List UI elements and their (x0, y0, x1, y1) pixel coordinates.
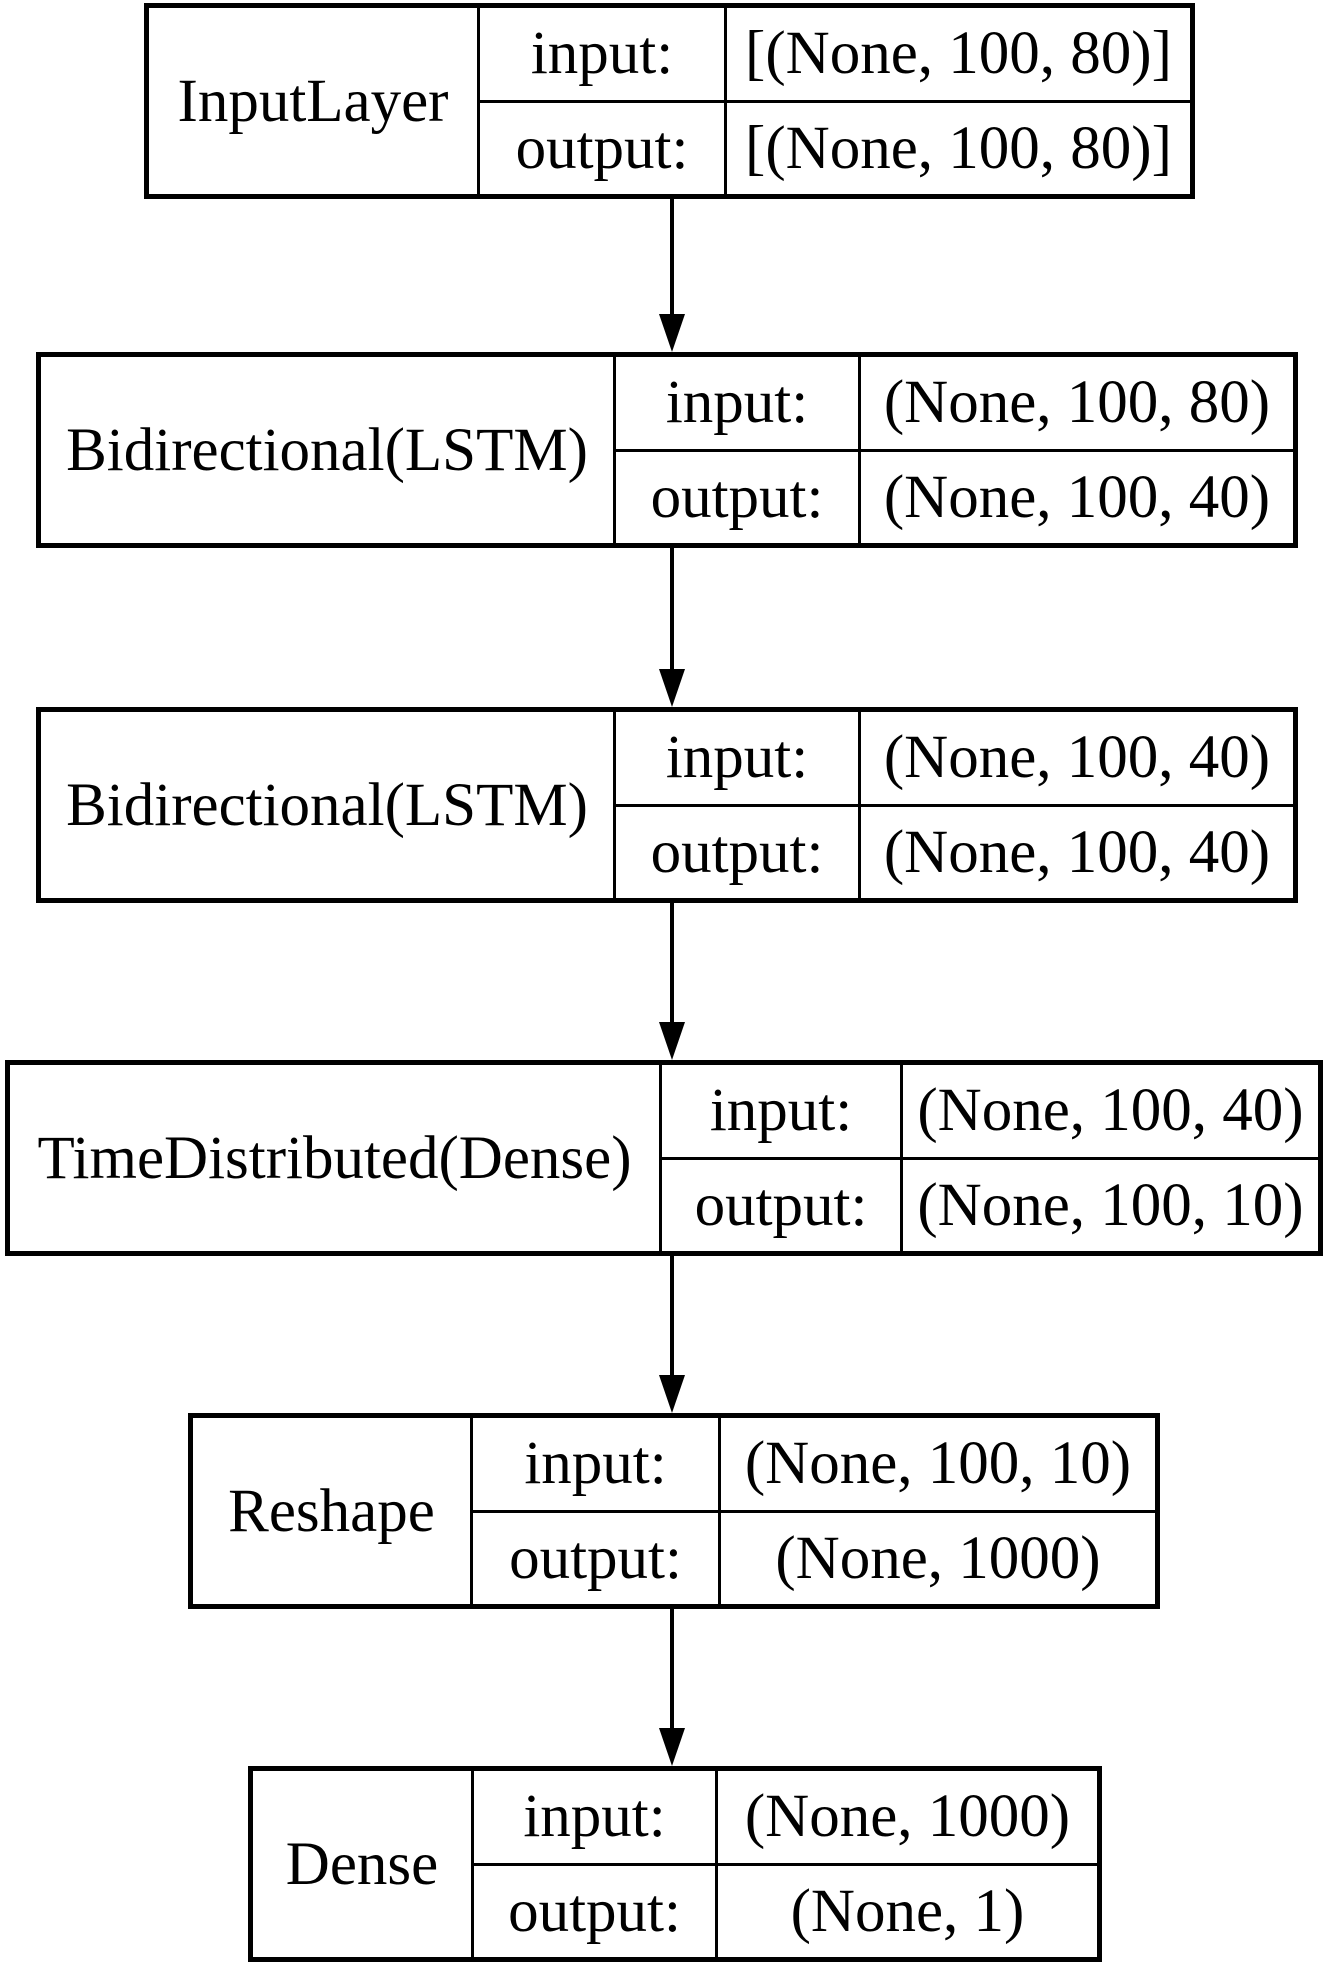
layer-box-reshape: Reshape input: output: (None, 100, 10) (… (188, 1413, 1160, 1609)
input-label: input: (473, 1418, 718, 1513)
arrow-shaft (670, 199, 674, 316)
input-label: input: (662, 1065, 900, 1160)
output-label: output: (650, 818, 824, 886)
arrowhead-icon (659, 1022, 685, 1060)
flow-arrow-2 (659, 548, 685, 707)
input-shape: (None, 1000) (718, 1771, 1097, 1866)
layer-name: Bidirectional(LSTM) (41, 357, 616, 543)
output-shape: (None, 100, 10) (917, 1171, 1304, 1239)
io-label-column: input: output: (616, 712, 861, 898)
output-shape: (None, 1000) (775, 1524, 1101, 1592)
io-label-column: input: output: (662, 1065, 903, 1251)
input-label: input: (474, 1771, 715, 1866)
shape-column: (None, 100, 40) (None, 100, 40) (861, 712, 1293, 898)
output-shape: (None, 100, 40) (883, 463, 1271, 531)
io-label-column: input: output: (474, 1771, 718, 1957)
layer-box-timedistributed-dense: TimeDistributed(Dense) input: output: (N… (5, 1060, 1323, 1256)
flow-arrow-1 (659, 199, 685, 352)
arrowhead-icon (659, 1728, 685, 1766)
input-shape: (None, 100, 10) (721, 1418, 1155, 1513)
flow-arrow-3 (659, 903, 685, 1060)
shape-column: (None, 100, 40) (None, 100, 10) (903, 1065, 1318, 1251)
input-label: input: (616, 357, 858, 452)
output-shape: [(None, 100, 80)] (745, 114, 1172, 182)
layer-box-dense: Dense input: output: (None, 1000) (None,… (248, 1766, 1102, 1962)
output-shape: (None, 1) (790, 1877, 1025, 1945)
io-label-column: input: output: (616, 357, 861, 543)
shape-column: (None, 100, 10) (None, 1000) (721, 1418, 1155, 1604)
input-label: input: (480, 8, 724, 103)
shape-column: [(None, 100, 80)] [(None, 100, 80)] (727, 8, 1190, 194)
layer-name: Bidirectional(LSTM) (41, 712, 616, 898)
layer-name: InputLayer (149, 8, 480, 194)
io-label-column: input: output: (480, 8, 727, 194)
shape-column: (None, 100, 80) (None, 100, 40) (861, 357, 1293, 543)
flow-arrow-4 (659, 1256, 685, 1413)
arrow-shaft (670, 1256, 674, 1377)
input-shape: [(None, 100, 80)] (727, 8, 1190, 103)
output-label: output: (509, 1524, 682, 1592)
output-shape: (None, 100, 40) (883, 818, 1271, 886)
arrowhead-icon (659, 314, 685, 352)
layer-box-bidirectional-lstm-2: Bidirectional(LSTM) input: output: (None… (36, 707, 1298, 903)
output-label: output: (515, 114, 689, 182)
input-shape: (None, 100, 40) (861, 712, 1293, 807)
arrowhead-icon (659, 1375, 685, 1413)
arrow-shaft (670, 548, 674, 671)
arrow-shaft (670, 1609, 674, 1730)
layer-name: Reshape (193, 1418, 473, 1604)
layer-name: TimeDistributed(Dense) (10, 1065, 662, 1251)
input-shape: (None, 100, 80) (861, 357, 1293, 452)
io-label-column: input: output: (473, 1418, 721, 1604)
flow-arrow-5 (659, 1609, 685, 1766)
input-label: input: (616, 712, 858, 807)
output-label: output: (650, 463, 824, 531)
shape-column: (None, 1000) (None, 1) (718, 1771, 1097, 1957)
output-label: output: (694, 1171, 868, 1239)
layer-box-inputlayer: InputLayer input: output: [(None, 100, 8… (144, 3, 1195, 199)
output-label: output: (508, 1877, 681, 1945)
arrowhead-icon (659, 669, 685, 707)
arrow-shaft (670, 903, 674, 1024)
layer-name: Dense (253, 1771, 474, 1957)
input-shape: (None, 100, 40) (903, 1065, 1318, 1160)
layer-box-bidirectional-lstm-1: Bidirectional(LSTM) input: output: (None… (36, 352, 1298, 548)
